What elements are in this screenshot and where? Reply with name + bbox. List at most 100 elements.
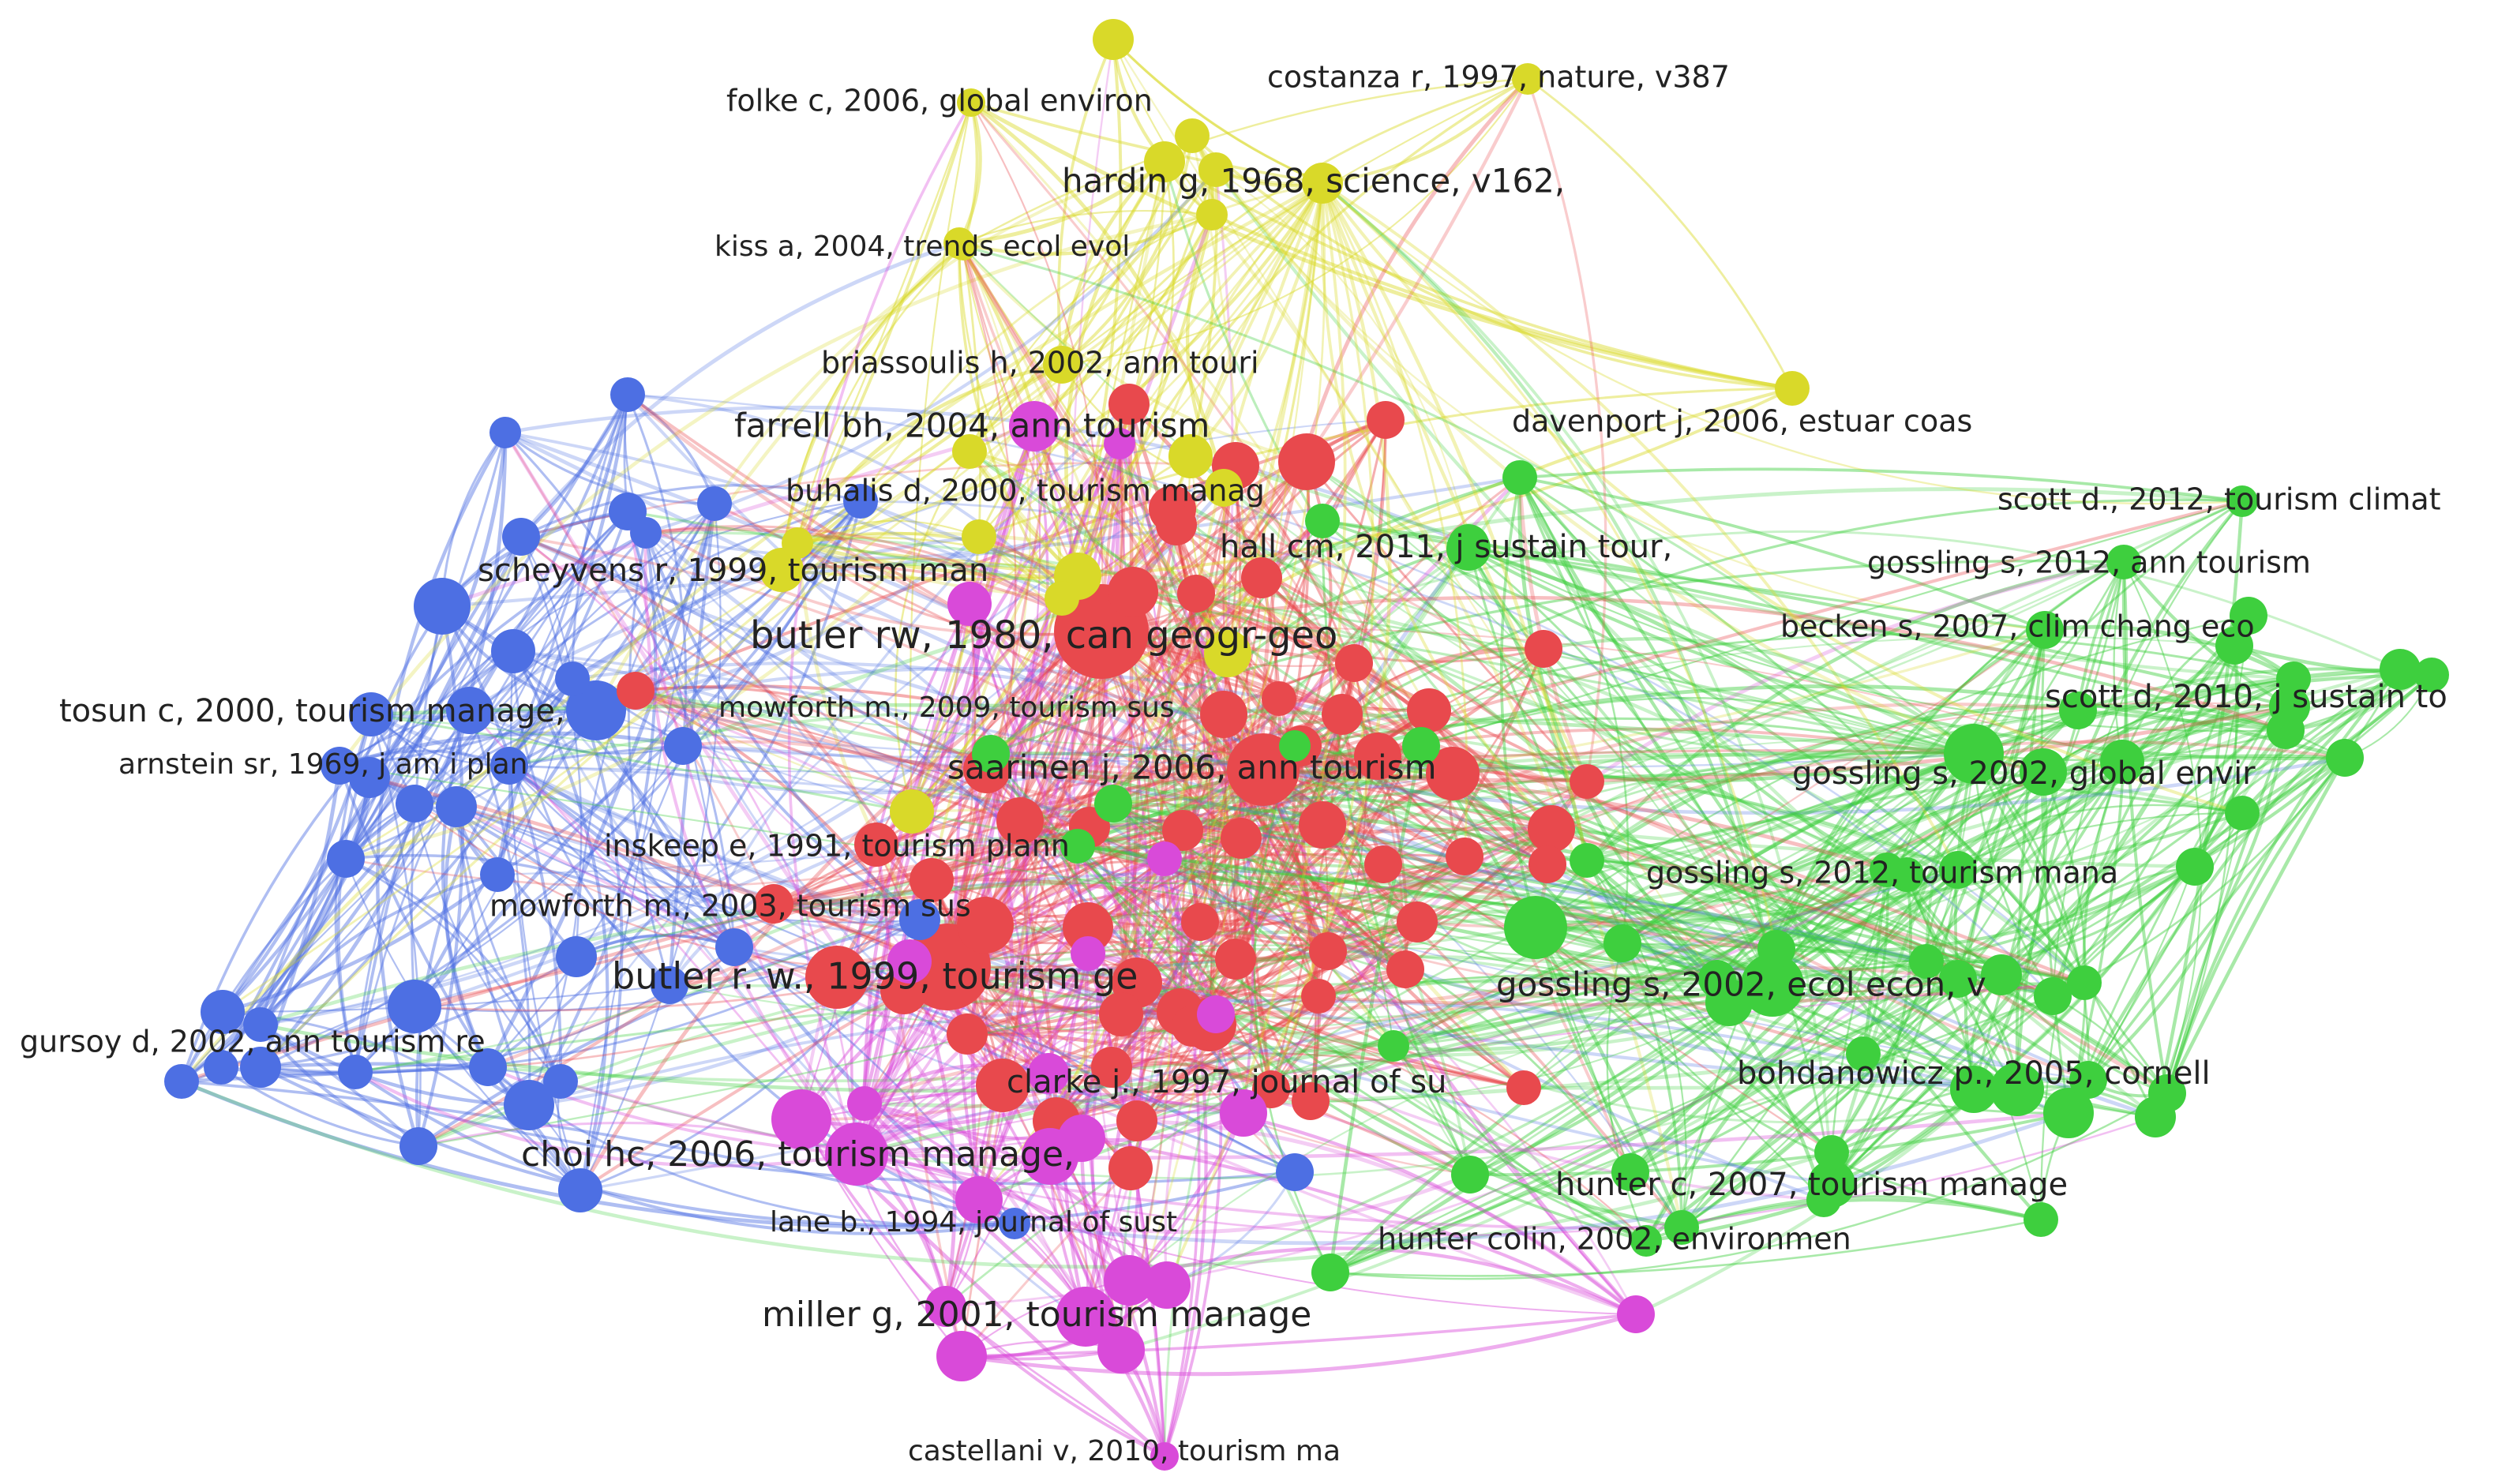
- network-node[interactable]: [446, 687, 493, 734]
- network-node[interactable]: [243, 1007, 278, 1042]
- network-node[interactable]: [2326, 739, 2364, 777]
- network-node[interactable]: [1309, 932, 1347, 970]
- network-node[interactable]: [1446, 838, 1483, 875]
- network-node[interactable]: [1364, 845, 1402, 883]
- network-node[interactable]: [1322, 694, 1363, 735]
- node-gossling2002g[interactable]: [1944, 724, 2004, 784]
- node-arnstein1969[interactable]: [321, 747, 358, 785]
- network-node[interactable]: [1177, 575, 1215, 613]
- network-node[interactable]: [2069, 1061, 2107, 1099]
- network-node[interactable]: [1063, 902, 1113, 953]
- network-node[interactable]: [910, 858, 954, 902]
- network-node[interactable]: [1335, 644, 1373, 682]
- network-node[interactable]: [957, 897, 1014, 954]
- network-node[interactable]: [952, 434, 987, 469]
- network-node[interactable]: [610, 377, 645, 412]
- network-node[interactable]: [1156, 504, 1197, 545]
- network-node[interactable]: [1205, 469, 1243, 507]
- network-node[interactable]: [1147, 841, 1182, 876]
- network-node[interactable]: [469, 1048, 507, 1086]
- network-node[interactable]: [1386, 950, 1424, 988]
- network-node[interactable]: [1104, 428, 1135, 459]
- node-buhalis2000[interactable]: [843, 484, 878, 519]
- network-node[interactable]: [1870, 853, 1904, 887]
- network-node[interactable]: [1091, 1047, 1132, 1088]
- network-node[interactable]: [630, 517, 662, 549]
- network-node[interactable]: [1108, 567, 1158, 617]
- network-node[interactable]: [1448, 524, 1489, 565]
- network-node[interactable]: [1215, 939, 1256, 980]
- network-node[interactable]: [1301, 979, 1336, 1014]
- network-node[interactable]: [1198, 152, 1233, 187]
- network-node[interactable]: [399, 1127, 437, 1165]
- network-node[interactable]: [1220, 1089, 1267, 1137]
- network-node[interactable]: [1276, 1153, 1314, 1191]
- network-node[interactable]: [2059, 691, 2097, 729]
- node-castellani2010[interactable]: [1150, 1442, 1179, 1471]
- node-choi2006[interactable]: [825, 1122, 888, 1186]
- network-node[interactable]: [1104, 1255, 1154, 1306]
- network-node[interactable]: [2135, 1096, 2176, 1137]
- network-node[interactable]: [1378, 1030, 1409, 1062]
- network-node[interactable]: [771, 1089, 831, 1149]
- network-node[interactable]: [1299, 801, 1346, 849]
- network-node[interactable]: [1603, 924, 1641, 962]
- network-node[interactable]: [943, 227, 975, 259]
- network-node[interactable]: [1311, 1254, 1349, 1291]
- network-node[interactable]: [2067, 965, 2102, 1000]
- network-node[interactable]: [617, 672, 655, 710]
- network-node[interactable]: [204, 1050, 238, 1085]
- network-node[interactable]: [1757, 930, 1795, 968]
- node-lane1994[interactable]: [999, 1208, 1030, 1239]
- network-node[interactable]: [887, 939, 932, 984]
- network-node[interactable]: [1175, 118, 1210, 153]
- network-node[interactable]: [651, 966, 688, 1004]
- network-node[interactable]: [1168, 434, 1213, 478]
- network-node[interactable]: [1528, 845, 1566, 883]
- network-node[interactable]: [1305, 504, 1340, 538]
- node-becken2007[interactable]: [2026, 611, 2064, 649]
- node-folke2006[interactable]: [957, 88, 985, 117]
- network-node[interactable]: [2276, 661, 2311, 696]
- network-node[interactable]: [556, 936, 597, 977]
- network-node[interactable]: [962, 519, 996, 554]
- network-node[interactable]: [976, 1059, 1030, 1112]
- network-node[interactable]: [1022, 1128, 1078, 1185]
- node-davenport2006[interactable]: [1775, 371, 1810, 406]
- network-node[interactable]: [697, 486, 732, 521]
- network-node[interactable]: [1241, 557, 1282, 598]
- network-node[interactable]: [2380, 649, 2421, 690]
- network-node[interactable]: [1502, 460, 1537, 495]
- node-briassoulis2002[interactable]: [1043, 346, 1081, 384]
- network-node[interactable]: [1504, 896, 1567, 959]
- node-bohdanowicz2005[interactable]: [1990, 1062, 2044, 1116]
- network-node[interactable]: [936, 1331, 987, 1381]
- node-hardin1968[interactable]: [1302, 163, 1343, 204]
- network-node[interactable]: [2414, 658, 2449, 692]
- network-node[interactable]: [1162, 810, 1203, 851]
- network-node[interactable]: [1570, 764, 1604, 799]
- network-node[interactable]: [1407, 688, 1451, 733]
- network-node[interactable]: [1144, 141, 1185, 182]
- network-node[interactable]: [1426, 747, 1480, 800]
- network-node[interactable]: [2100, 740, 2144, 784]
- network-node[interactable]: [1846, 1036, 1881, 1071]
- network-node[interactable]: [1909, 944, 1944, 979]
- network-node[interactable]: [1116, 1100, 1157, 1141]
- network-node[interactable]: [1292, 1082, 1330, 1120]
- node-hunter2002[interactable]: [1630, 1225, 1662, 1257]
- network-node[interactable]: [1279, 730, 1311, 762]
- network-node[interactable]: [1617, 1295, 1655, 1333]
- network-node[interactable]: [1196, 199, 1228, 230]
- network-node[interactable]: [1451, 1156, 1489, 1194]
- network-node[interactable]: [1097, 1326, 1145, 1373]
- network-node[interactable]: [1028, 1053, 1069, 1094]
- network-node[interactable]: [489, 417, 521, 448]
- network-node[interactable]: [1099, 992, 1143, 1036]
- network-node[interactable]: [349, 692, 393, 736]
- network-node[interactable]: [947, 582, 992, 626]
- network-node[interactable]: [2230, 597, 2267, 635]
- network-node[interactable]: [1367, 401, 1405, 439]
- network-node[interactable]: [504, 1080, 554, 1130]
- network-node[interactable]: [1094, 785, 1132, 823]
